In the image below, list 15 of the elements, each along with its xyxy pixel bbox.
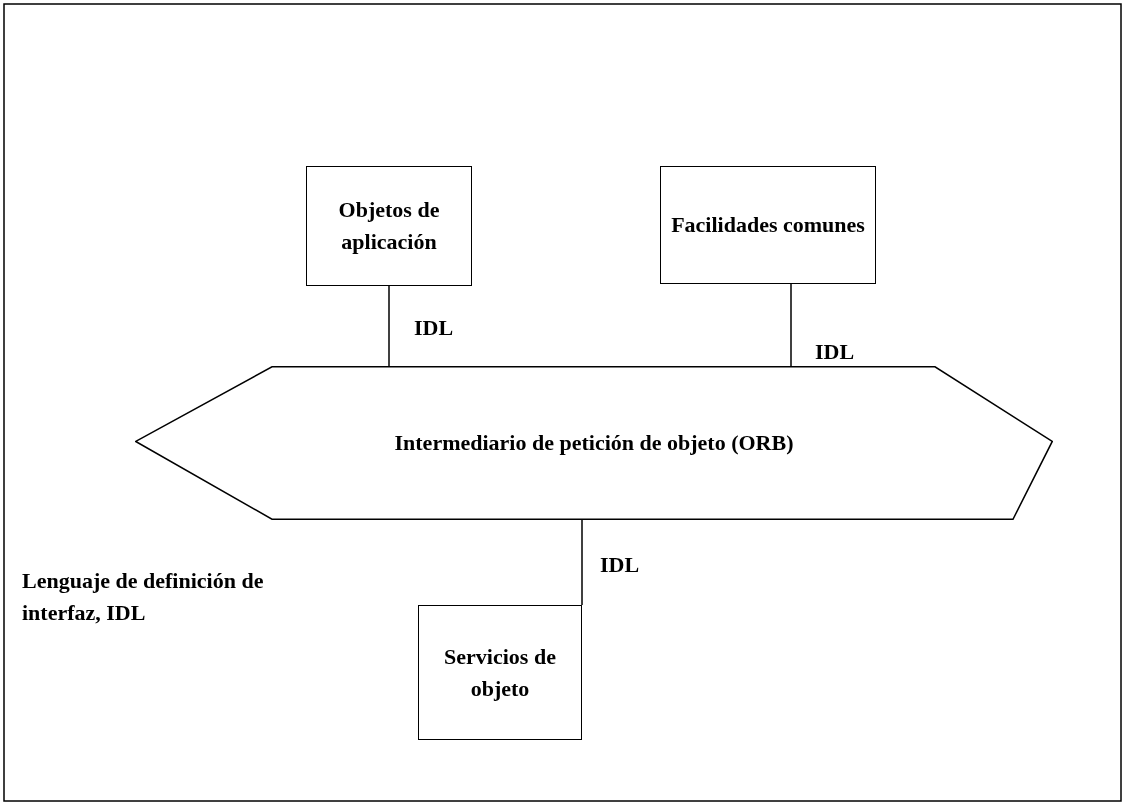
edge-label: IDL [600, 551, 640, 579]
process-box [306, 166, 472, 286]
connector-line [388, 285, 390, 367]
note-text: Lenguaje de definición de interfaz, IDL [22, 567, 265, 627]
node-text: Servicios de objeto [443, 642, 557, 703]
node-text: Intermediario de petición de objeto (ORB) [394, 429, 794, 458]
connector-line [790, 283, 792, 367]
node-text: Facilidades comunes [671, 211, 865, 240]
process-box [418, 605, 582, 740]
hexagon-band [135, 366, 1053, 520]
connector-line [581, 519, 583, 606]
node-text: Objetos de aplicación [337, 196, 441, 256]
edge-label: IDL [414, 314, 454, 342]
process-box [660, 166, 876, 284]
edge-label: IDL [815, 338, 855, 366]
